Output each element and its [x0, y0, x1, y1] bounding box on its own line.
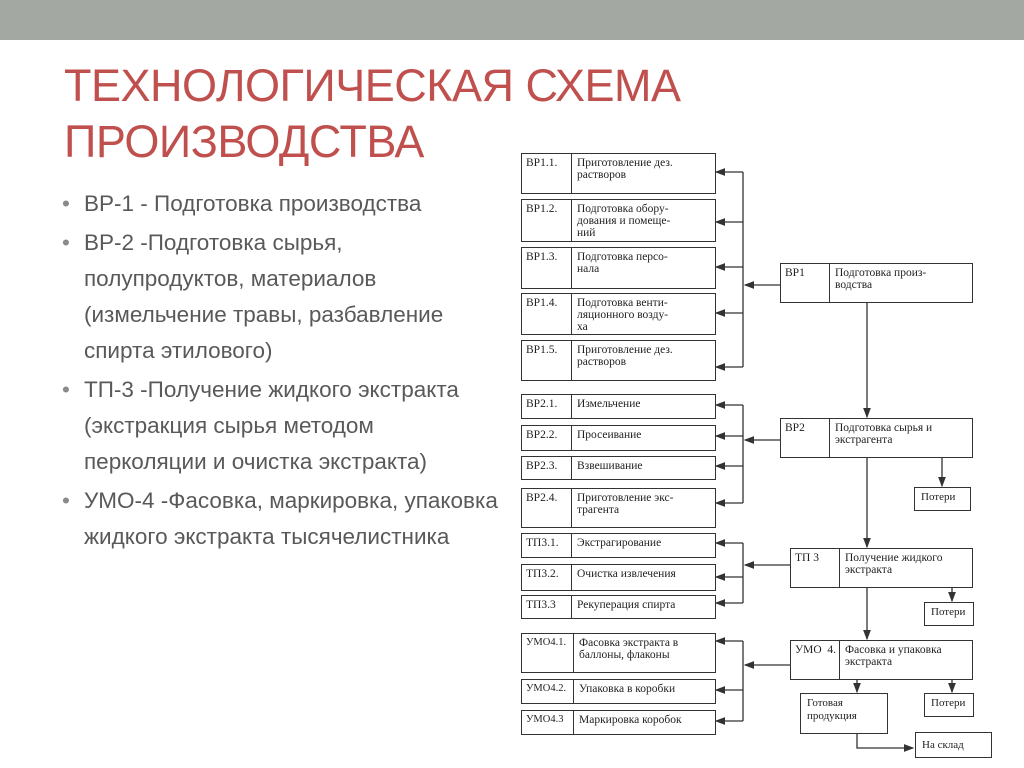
substep-text: Рекуперация спирта: [577, 599, 676, 611]
substep-id: УМО4.3: [522, 711, 574, 734]
substep-box: ВР1.2.Подготовка обору- дования и помеще…: [521, 199, 716, 242]
step-id: УМО 4.: [791, 641, 840, 679]
bullet-list: ВР-1 - Подготовка производства ВР-2 -Под…: [62, 186, 502, 558]
step-text: Фасовка и упаковка экстракта: [845, 644, 942, 668]
substep-id: ТП3.2.: [522, 565, 572, 590]
main-step-box: УМО 4.Фасовка и упаковка экстракта: [790, 640, 973, 680]
substep-id: УМО4.1.: [522, 634, 574, 672]
substep-box: ВР2.4.Приготовление экс- трагента: [521, 488, 716, 528]
bullet-item: УМО-4 -Фасовка, маркировка, упаковка жид…: [62, 483, 502, 555]
substep-id: ВР1.1.: [522, 154, 572, 193]
substep-id: ВР1.5.: [522, 341, 572, 380]
substep-box: УМО4.1.Фасовка экстракта в баллоны, флак…: [521, 633, 716, 673]
substep-text: Приготовление дез. растворов: [577, 344, 673, 368]
substep-text: Очистка извлечения: [577, 568, 676, 580]
substep-box: ВР1.4.Подготовка венти- ляционного возду…: [521, 293, 716, 335]
substep-id: ВР1.2.: [522, 200, 572, 241]
step-text: Получение жидкого экстракта: [845, 552, 943, 576]
substep-box: ТП3.1. Экстрагирование: [521, 533, 716, 558]
losses-box: Потери: [924, 693, 974, 717]
substep-box: ВР2.1. Измельчение: [521, 394, 716, 419]
top-bar: [0, 0, 1024, 40]
substep-id: ВР1.3.: [522, 248, 572, 288]
substep-id: ВР2.4.: [522, 489, 572, 527]
losses-box: Потери: [924, 602, 974, 626]
losses-box: Потери: [914, 487, 971, 511]
substep-text: Подготовка персо- нала: [577, 251, 668, 275]
bullet-item: ВР-2 -Подготовка сырья, полупродуктов, м…: [62, 225, 502, 369]
substep-text: Подготовка венти- ляционного возду- ха: [577, 297, 669, 333]
bullet-item: ВР-1 - Подготовка производства: [62, 186, 502, 222]
substep-box: ВР1.3.Подготовка персо- нала: [521, 247, 716, 289]
substep-box: ТП3.3 Рекуперация спирта: [521, 595, 716, 619]
substep-id: ВР2.1.: [522, 395, 572, 418]
substep-id: ВР2.2.: [522, 426, 572, 450]
substep-id: ВР2.3.: [522, 457, 572, 479]
substep-box: ТП3.2. Очистка извлечения: [521, 564, 716, 591]
substep-box: ВР2.3. Взвешивание: [521, 456, 716, 480]
step-id: ВР2: [781, 419, 830, 457]
substep-box: ВР2.2. Просеивание: [521, 425, 716, 451]
substep-box: УМО4.3 Маркировка коробок: [521, 710, 716, 735]
substep-id: ТП3.1.: [522, 534, 572, 557]
substep-text: Приготовление экс- трагента: [577, 492, 674, 516]
step-text: Подготовка сырья и экстрагента: [835, 422, 933, 446]
substep-text: Экстрагирование: [577, 537, 662, 549]
substep-id: УМО4.2.: [522, 680, 574, 703]
substep-text: Взвешивание: [577, 460, 643, 472]
substep-text: Подготовка обору- дования и помеще- ний: [577, 203, 671, 239]
bullet-item: ТП-3 -Получение жидкого экстракта (экстр…: [62, 372, 502, 480]
substep-box: ВР1.5.Приготовление дез. растворов: [521, 340, 716, 381]
substep-id: ТП3.3: [522, 596, 572, 618]
substep-id: ВР1.4.: [522, 294, 572, 334]
slide-title: ТЕХНОЛОГИЧЕСКАЯ СХЕМА ПРОИЗВОДСТВА: [64, 60, 681, 167]
step-id: ВР1: [781, 264, 830, 302]
substep-text: Фасовка экстракта в баллоны, флаконы: [579, 637, 679, 661]
substep-text: Упаковка в коробки: [579, 683, 676, 695]
step-text: Подготовка произ- водства: [835, 267, 927, 291]
substep-text: Маркировка коробок: [579, 714, 682, 726]
substep-text: Просеивание: [577, 429, 642, 441]
substep-box: ВР1.1.Приготовление дез. растворов: [521, 153, 716, 194]
step-id: ТП 3: [791, 549, 840, 587]
substep-text: Измельчение: [577, 398, 641, 410]
finished-product-box: Готовая продукция: [800, 693, 888, 734]
substep-text: Приготовление дез. растворов: [577, 157, 673, 181]
warehouse-box: На склад: [915, 732, 992, 758]
substep-box: УМО4.2. Упаковка в коробки: [521, 679, 716, 704]
